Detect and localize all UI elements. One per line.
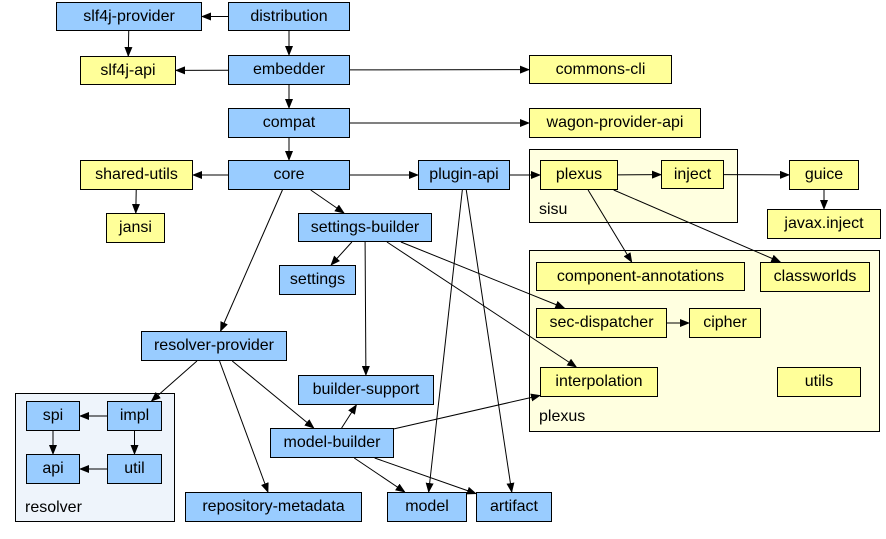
edge-plugin-api-to-artifact	[465, 189, 515, 493]
node-wagon-provider-api: wagon-provider-api	[529, 108, 701, 138]
node-utils: utils	[777, 367, 861, 397]
node-embedder: embedder	[228, 55, 350, 85]
node-slf4j-api: slf4j-api	[80, 56, 176, 85]
node-commons-cli: commons-cli	[529, 55, 672, 84]
node-api: api	[26, 454, 80, 484]
node-javax-inject: javax.inject	[767, 209, 881, 239]
node-artifact: artifact	[476, 492, 552, 522]
node-jansi: jansi	[106, 213, 165, 243]
edge-resolver-provider-to-repository-metadata	[219, 360, 269, 493]
node-shared-utils: shared-utils	[80, 160, 193, 190]
edge-model-builder-to-interpolation	[393, 393, 541, 430]
edge-model-builder-to-model	[353, 457, 406, 493]
node-guice: guice	[789, 160, 859, 190]
edge-settings-builder-to-builder-support	[361, 241, 370, 376]
node-inject: inject	[661, 160, 724, 189]
node-settings-builder: settings-builder	[298, 213, 432, 242]
node-core: core	[228, 160, 350, 190]
node-model-builder: model-builder	[270, 428, 394, 458]
edge-resolver-provider-to-impl	[150, 360, 198, 402]
node-plugin-api: plugin-api	[418, 160, 510, 190]
edge-plugin-api-to-model	[425, 189, 463, 493]
node-cipher: cipher	[689, 308, 761, 338]
node-component-annotations: component-annotations	[536, 262, 745, 291]
node-spi: spi	[26, 401, 80, 431]
node-distribution: distribution	[228, 2, 350, 31]
edge-settings-builder-to-settings	[330, 241, 353, 266]
node-model: model	[387, 492, 467, 522]
edge-core-to-settings-builder	[310, 189, 345, 214]
edge-settings-builder-to-interpolation	[386, 241, 578, 368]
node-compat: compat	[228, 108, 350, 138]
edge-settings-builder-to-sec-dispatcher	[400, 241, 566, 309]
sisu-group-label: sisu	[539, 201, 568, 218]
node-settings: settings	[279, 265, 356, 295]
node-plexus: plexus	[540, 160, 618, 190]
edge-plexus-to-component-annotations	[587, 189, 633, 263]
node-interpolation: interpolation	[540, 367, 658, 397]
edge-model-builder-to-builder-support	[341, 404, 357, 429]
edge-core-to-resolver-provider	[220, 189, 283, 332]
node-sec-dispatcher: sec-dispatcher	[536, 308, 667, 338]
plexus-group-label: plexus	[539, 408, 586, 425]
node-util: util	[107, 454, 162, 484]
node-impl: impl	[107, 401, 162, 431]
resolver-group-label: resolver	[25, 499, 82, 516]
edge-plexus-to-classworlds	[613, 189, 782, 263]
node-builder-support: builder-support	[298, 375, 434, 405]
node-classworlds: classworlds	[760, 262, 870, 292]
edge-model-builder-to-artifact	[374, 457, 477, 495]
node-repository-metadata: repository-metadata	[185, 492, 362, 522]
node-resolver-provider: resolver-provider	[141, 331, 287, 361]
edge-resolver-provider-to-model-builder	[231, 360, 315, 429]
node-slf4j-provider: slf4j-provider	[56, 2, 202, 31]
